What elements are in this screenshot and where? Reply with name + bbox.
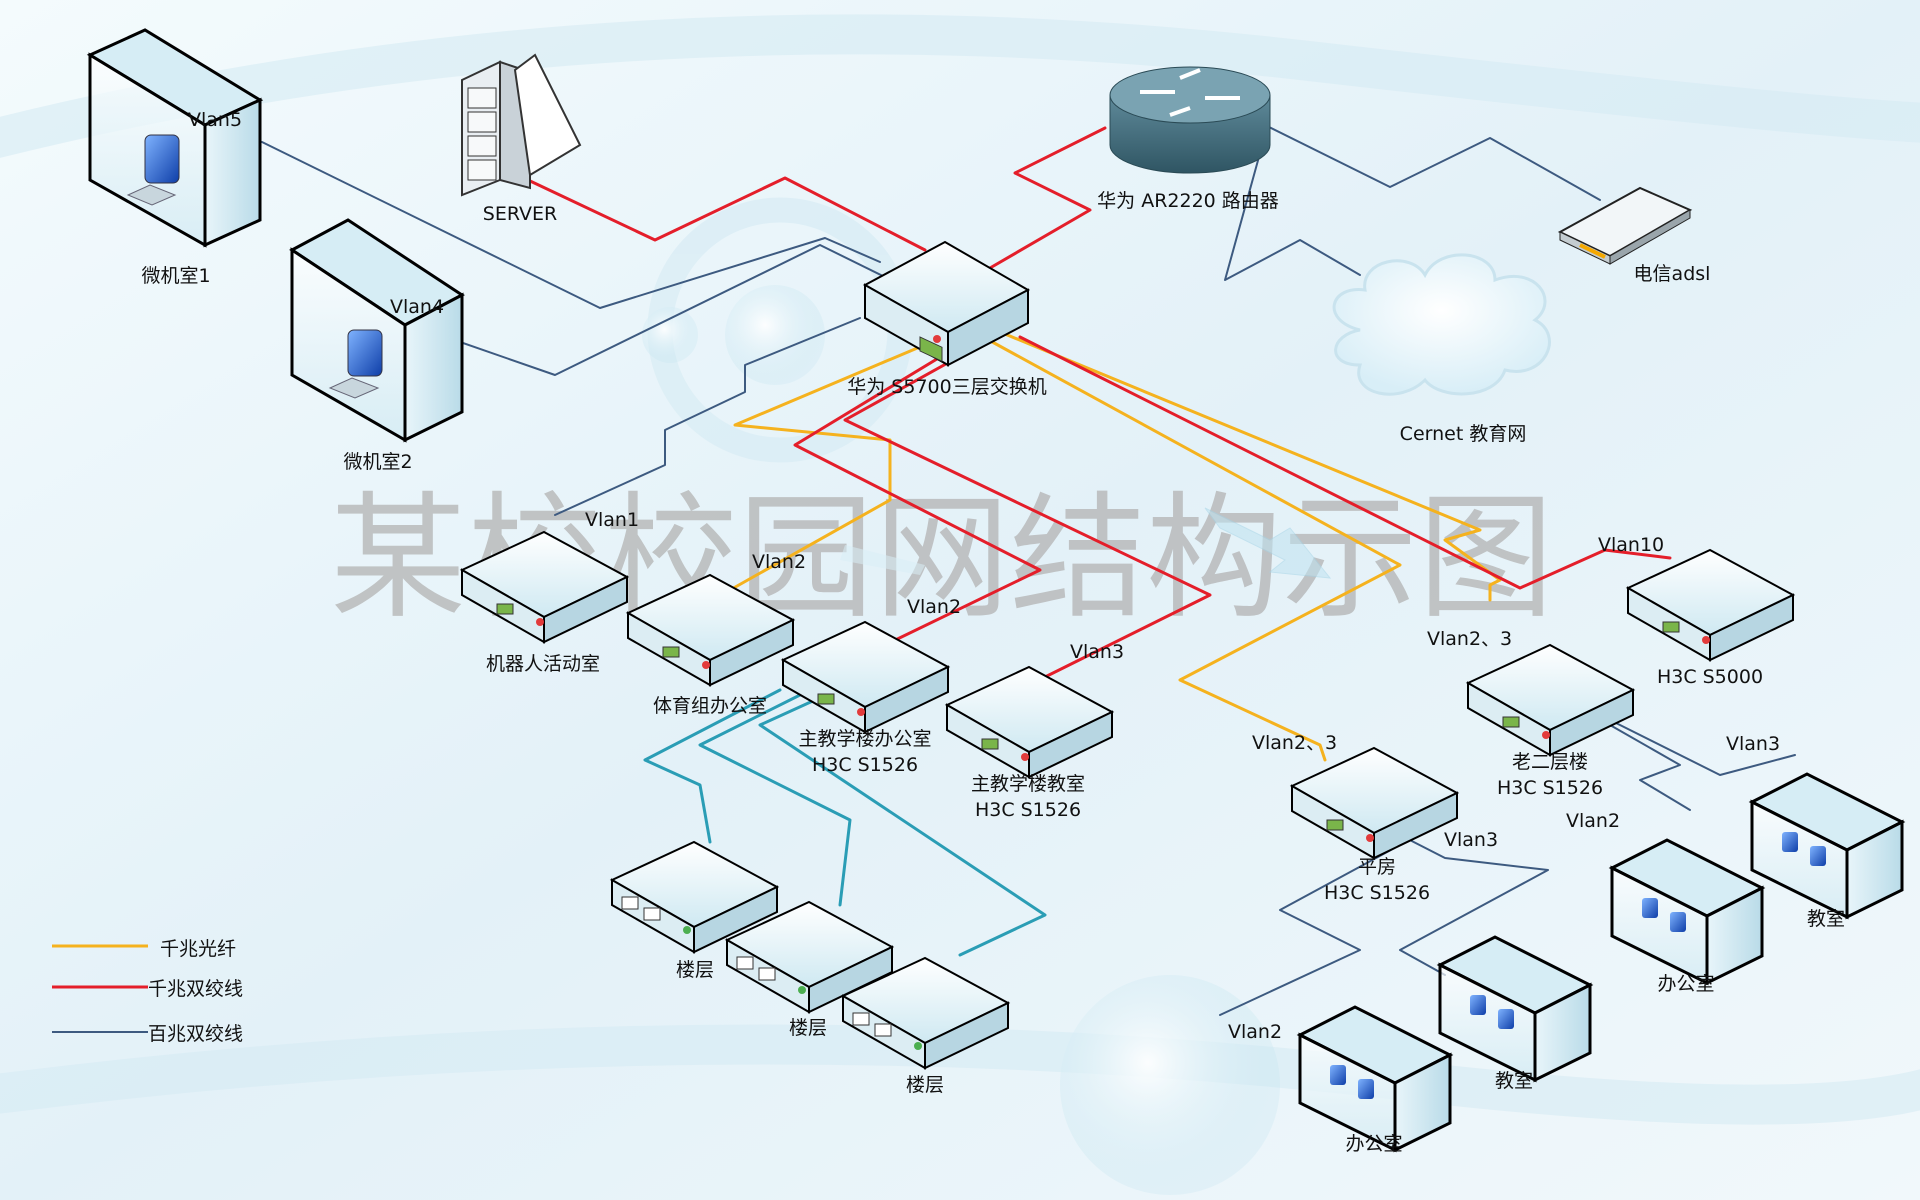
legend-label-fiber: 千兆光纤 [160, 938, 236, 960]
vlan-label-bungalow: Vlan2、3 [1252, 732, 1337, 754]
legend-label-hundred-twisted: 百兆双绞线 [148, 1023, 243, 1045]
label-floor-c: 楼层 [906, 1074, 944, 1096]
floor-switch-c[interactable] [840, 956, 1011, 1070]
vlan-label-bungalow-office: Vlan2 [1228, 1021, 1282, 1043]
decor-bubble [1060, 975, 1280, 1195]
switch-robot-room[interactable] [459, 530, 630, 644]
vlan-label-bungalow-class: Vlan3 [1444, 829, 1498, 851]
adsl-modem-icon[interactable] [1557, 186, 1693, 265]
label-server: SERVER [483, 203, 557, 225]
room-classroom-bottom[interactable] [1436, 935, 1594, 1083]
vlan-label-lab2: Vlan4 [390, 296, 444, 318]
label-old-floor2-model: H3C S1526 [1497, 777, 1603, 799]
monitor-icon [1670, 912, 1686, 932]
label-sports-office: 体育组办公室 [653, 695, 767, 717]
monitor-icon [144, 134, 180, 184]
label-bungalow: 平房 [1358, 856, 1396, 878]
label-floor-b: 楼层 [789, 1017, 827, 1039]
label-adsl: 电信adsl [1634, 263, 1711, 285]
label-robot-room: 机器人活动室 [486, 653, 600, 675]
switch-main-office[interactable] [780, 620, 951, 734]
monitor-icon [1330, 1065, 1346, 1085]
legend-label-gigabit-twisted: 千兆双绞线 [148, 978, 243, 1000]
node-labels: 微机室1 微机室2 SERVER 华为 AR2220 路由器 电信adsl Ce… [141, 190, 1845, 1155]
label-main-office-model: H3C S1526 [812, 754, 918, 776]
label-cernet: Cernet 教育网 [1400, 423, 1527, 445]
label-lab1: 微机室1 [141, 265, 210, 287]
vlan-label-classroom-right: Vlan3 [1726, 733, 1780, 755]
monitor-icon [1358, 1079, 1374, 1099]
vlan-label-sports: Vlan2 [752, 551, 806, 573]
label-lab2: 微机室2 [343, 451, 412, 473]
monitor-icon [347, 329, 383, 377]
cloud-icon [1332, 253, 1551, 396]
switch-main-classroom[interactable] [944, 665, 1115, 779]
floor-switch-b[interactable] [724, 900, 895, 1014]
vlan-label-office-right: Vlan2 [1566, 810, 1620, 832]
label-router: 华为 AR2220 路由器 [1097, 190, 1279, 212]
hundred-megabit-links [261, 124, 1796, 1016]
computer-lab-1[interactable] [86, 28, 264, 248]
vlan-label-robot: Vlan1 [585, 509, 639, 531]
decor-bubble [725, 285, 825, 385]
room-office-bottom[interactable] [1296, 1005, 1454, 1153]
monitor-icon [1470, 995, 1486, 1015]
core-switch-icon[interactable] [862, 240, 1031, 367]
decor-bubble [642, 307, 698, 363]
monitor-icon [1810, 846, 1826, 866]
label-office-right: 办公室 [1657, 973, 1714, 995]
vlan-labels: Vlan5 Vlan4 Vlan1 Vlan2 Vlan2 Vlan3 Vlan… [188, 109, 1780, 1043]
legend: 千兆光纤 千兆双绞线 百兆双绞线 [52, 938, 243, 1045]
flow-arrow [840, 507, 1332, 579]
switch-sports-office[interactable] [625, 573, 796, 687]
monitor-icon [1498, 1009, 1514, 1029]
label-floor-a: 楼层 [676, 959, 714, 981]
monitor-icon [1642, 898, 1658, 918]
label-classroom-bottom: 教室 [1495, 1070, 1533, 1092]
label-main-classroom-model: H3C S1526 [975, 799, 1081, 821]
server-icon[interactable] [461, 53, 582, 197]
monitor-icon [1782, 832, 1798, 852]
switch-bungalow[interactable] [1289, 746, 1460, 860]
router-icon[interactable] [1109, 66, 1271, 174]
label-old-floor2: 老二层楼 [1512, 751, 1588, 773]
label-core-switch: 华为 S5700三层交换机 [847, 376, 1046, 398]
vlan-label-lab1: Vlan5 [188, 109, 242, 131]
vlan-label-old-floor: Vlan2、3 [1427, 628, 1512, 650]
floor-switch-a[interactable] [609, 840, 780, 954]
switch-old-floor2[interactable] [1465, 643, 1636, 757]
label-main-classroom: 主教学楼教室 [971, 773, 1085, 795]
vlan-label-main-class: Vlan3 [1070, 641, 1124, 663]
label-office-bottom: 办公室 [1345, 1133, 1402, 1155]
room-classroom-right[interactable] [1748, 772, 1906, 920]
label-h3c-s5000: H3C S5000 [1657, 666, 1763, 688]
label-main-office: 主教学楼办公室 [798, 728, 931, 750]
label-bungalow-model: H3C S1526 [1324, 882, 1430, 904]
label-classroom-right: 教室 [1807, 908, 1845, 930]
computer-lab-2[interactable] [289, 218, 465, 443]
vlan-label-main-office: Vlan2 [907, 596, 961, 618]
switch-h3c-s5000[interactable] [1625, 548, 1796, 662]
room-office-right[interactable] [1608, 838, 1766, 986]
floor-links [643, 688, 1047, 957]
vlan-label-s5000: Vlan10 [1598, 534, 1664, 556]
gigabit-twisted-links [526, 126, 1672, 679]
